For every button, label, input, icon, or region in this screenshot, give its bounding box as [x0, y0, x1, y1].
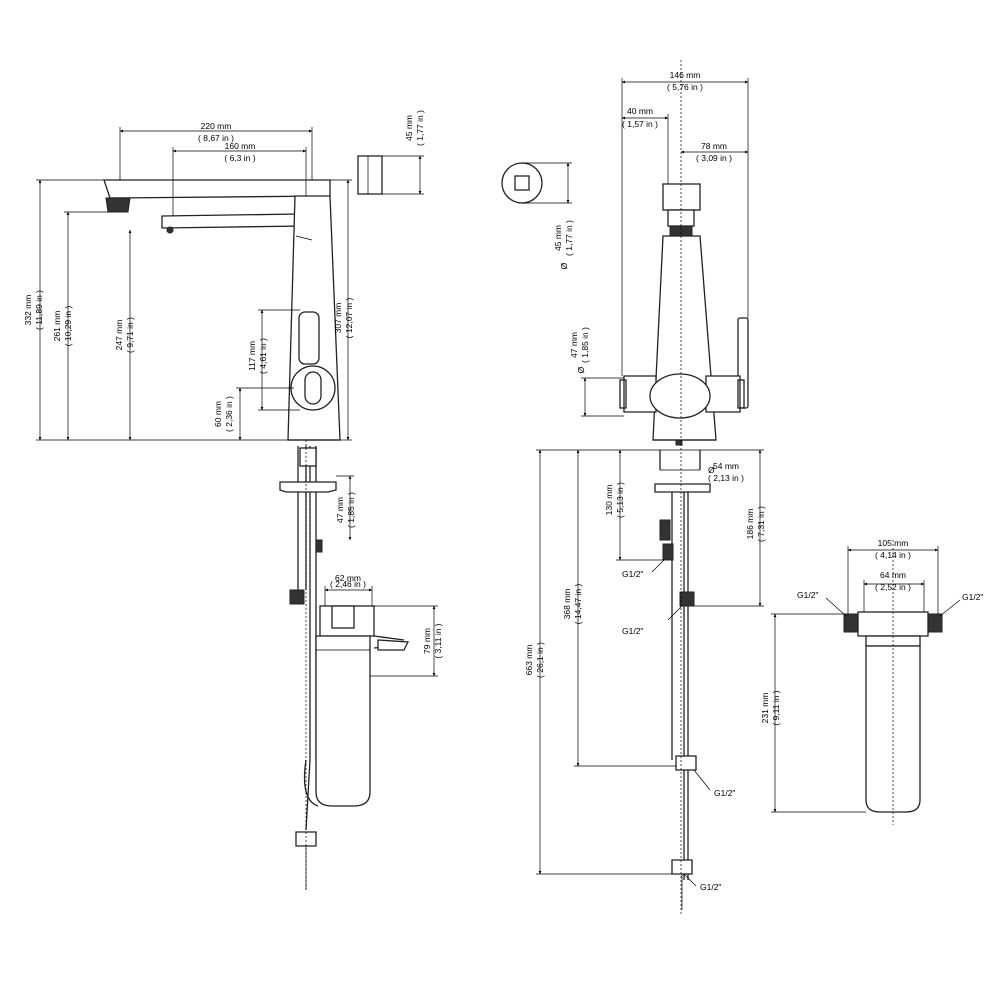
- handle-lever: [298, 311, 320, 365]
- dim-60: 60 mm: [213, 401, 223, 427]
- dim-105-in: ( 4,14 in ): [875, 550, 911, 560]
- filter-outlet: [927, 613, 943, 633]
- front-view: 146 mm ( 5,76 in ) 40 mm ( 1,57 in ) 78 …: [501, 60, 766, 915]
- dim-78: 78 mm: [701, 141, 727, 151]
- side-cap: [357, 155, 383, 195]
- handle-right: [705, 375, 741, 413]
- dim-64: 64 mm: [880, 570, 906, 580]
- spout-lower-tip: [166, 226, 174, 234]
- thread-label-2: G1/2": [622, 626, 643, 636]
- thread-label-5: G1/2": [797, 590, 818, 600]
- dim-186-in: ( 7,31 in ): [756, 506, 766, 542]
- dim-231-in: ( 9,11 in ): [771, 690, 781, 725]
- dim-62-in-visible: ( 2,46 in ): [330, 579, 366, 589]
- thread-label-4: G1/2": [700, 882, 721, 892]
- front-connector-1: [662, 543, 674, 561]
- dim-247: 247 mm: [114, 320, 124, 351]
- dim-261: 261 mm: [52, 311, 62, 342]
- dim-146: 146 mm: [670, 70, 701, 80]
- dim-117: 117 mm: [247, 341, 257, 371]
- dim-40: 40 mm: [627, 106, 653, 116]
- dim-54: 54 mm: [713, 461, 739, 471]
- hose-connector-1: [289, 589, 305, 605]
- dim-186: 186 mm: [745, 509, 755, 540]
- hose-connector-2: [295, 831, 317, 847]
- thread-label-6: G1/2": [962, 592, 983, 602]
- dim-45b-in: ( 1,77 in ): [564, 220, 574, 256]
- dim-160-in: ( 6,3 in ): [224, 153, 255, 163]
- dim-47a: 47 mm: [335, 497, 345, 523]
- dim-40-in: ( 1,57 in ): [622, 119, 658, 129]
- spout-upper: [103, 179, 331, 199]
- dim-663-in: ( 26,1 in ): [535, 642, 545, 678]
- front-connector-2: [679, 591, 695, 607]
- dim-117-in: ( 4,61 in ): [258, 338, 268, 374]
- dim-78-in: ( 3,09 in ): [696, 153, 732, 163]
- dim-60-in: ( 2,36 in ): [224, 396, 234, 432]
- dim-45b: 45 mm: [553, 225, 563, 251]
- dim-47b: 47 mm: [569, 332, 579, 358]
- dim-220: 220 mm: [201, 121, 232, 131]
- diameter-symbol-54: Ø: [708, 465, 715, 475]
- aerator-front: [669, 225, 693, 237]
- filter-inlet: [843, 613, 859, 633]
- dim-220-in: ( 8,67 in ): [198, 133, 234, 143]
- dim-368-in: ( 14,47 in ): [573, 584, 583, 625]
- dim-79-in: ( 3,11 in ): [433, 623, 443, 658]
- dim-45a-in: ( 1,77 in ): [415, 110, 425, 146]
- front-connector-3: [675, 755, 697, 771]
- dim-105: 105 mm: [878, 538, 909, 548]
- side-view: 220 mm ( 8,67 in ) 160 mm ( 6,3 in ) 62 …: [23, 110, 443, 890]
- dim-64-in: ( 2,52 in ): [875, 582, 911, 592]
- dim-130: 130 mm: [604, 485, 614, 516]
- dim-47a-in: ( 1,85 in ): [346, 492, 356, 528]
- thread-label-3: G1/2": [714, 788, 735, 798]
- dim-160: 160 mm: [225, 141, 256, 151]
- dim-62: 62 mm: [335, 573, 361, 583]
- mounting-bracket: [279, 481, 337, 493]
- dim-307: 307 mm: [333, 303, 343, 334]
- dim-146-in: ( 5,76 in ): [667, 82, 703, 92]
- dim-261-in: ( 10,29 in ): [63, 306, 73, 347]
- rotated-dims-left: 332 mm ( 11,89 in ) 261 mm ( 10,29 in ) …: [23, 110, 443, 659]
- spout-lower: [161, 213, 306, 229]
- dim-368: 368 mm: [562, 589, 572, 620]
- dim-231: 231 mm: [760, 693, 770, 724]
- handle-left: [623, 375, 657, 413]
- rotated-dims-front: 45 mm ( 1,77 in ) Ø 47 mm ( 1,85 in ) Ø …: [524, 220, 766, 678]
- filter-view: 105 mm ( 4,14 in ) 64 mm ( 2,52 in ) 231…: [760, 538, 983, 825]
- dim-79: 79 mm: [422, 628, 432, 654]
- dim-332-in: ( 11,89 in ): [34, 290, 44, 330]
- dim-54-in: ( 2,13 in ): [708, 473, 744, 483]
- diameter-symbol-45: Ø: [559, 262, 569, 269]
- front-mount: [654, 483, 711, 493]
- thread-label-1: G1/2": [622, 569, 643, 579]
- top-view-cap: [501, 162, 543, 204]
- spout-aerator: [105, 197, 131, 213]
- spout-head: [662, 183, 701, 211]
- dim-45a: 45 mm: [404, 115, 414, 141]
- dim-247-in: ( 9,71 in ): [125, 317, 135, 353]
- dim-663: 663 mm: [524, 645, 534, 676]
- front-connector-4: [671, 859, 693, 875]
- dim-130-in: ( 5,13 in ): [615, 482, 625, 518]
- dim-47b-in: ( 1,85 in ): [580, 327, 590, 363]
- diameter-symbol-47: Ø: [576, 366, 586, 373]
- dim-307-in: ( 12,07 in ): [344, 298, 354, 339]
- filter-cartridge: [315, 635, 371, 807]
- dim-332: 332 mm: [23, 295, 33, 326]
